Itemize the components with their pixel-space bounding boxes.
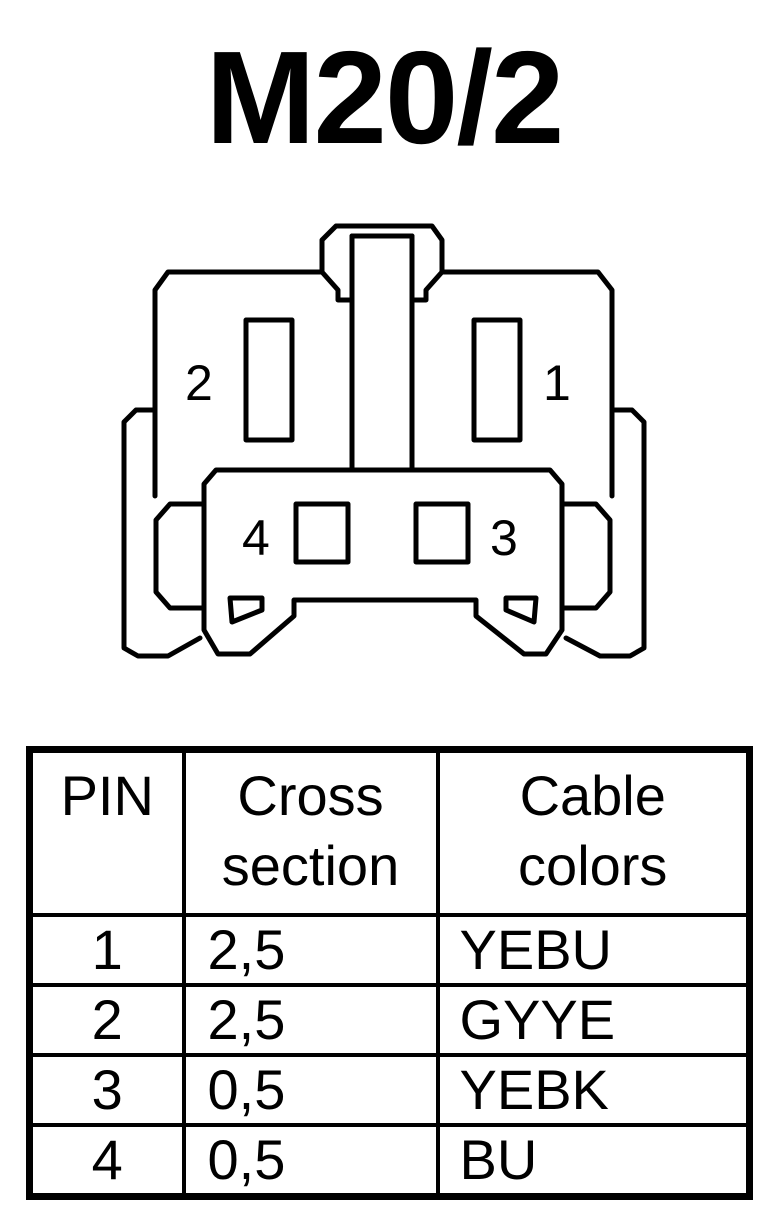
header-cable-colors: Cable colors <box>435 747 752 917</box>
cell-cross-section: 2,5 <box>181 983 440 1057</box>
pin-cavity-3 <box>413 501 471 565</box>
lock-tab-right <box>503 595 539 625</box>
cell-cable-color: GYYE <box>435 983 752 1057</box>
pin-label-4: 4 <box>242 510 270 566</box>
left-side-rib <box>121 407 203 659</box>
cell-pin: 1 <box>27 913 186 987</box>
cell-cable-color: YEBU <box>435 913 752 987</box>
pin-label-2: 2 <box>185 355 213 411</box>
table-row: 4 0,5 BU <box>27 1123 752 1199</box>
cell-cross-section: 0,5 <box>181 1053 440 1127</box>
cell-cable-color: YEBK <box>435 1053 752 1127</box>
pin-cavity-1 <box>471 317 523 443</box>
table-row: 1 2,5 YEBU <box>27 913 752 987</box>
cell-cross-section: 0,5 <box>181 1123 440 1199</box>
header-pin: PIN <box>27 747 186 917</box>
connector-drawing: 2 1 4 3 <box>121 223 647 659</box>
lower-insert <box>201 467 565 657</box>
cell-pin: 3 <box>27 1053 186 1127</box>
pin-cavity-2 <box>243 317 295 443</box>
pin-label-1: 1 <box>543 355 571 411</box>
connector-title: M20/2 <box>205 24 565 171</box>
lock-tab-left <box>227 595 265 625</box>
right-side-rib <box>563 407 647 659</box>
table-row: 3 0,5 YEBK <box>27 1053 752 1127</box>
pin-table: PIN Cross section Cable colors 1 2,5 YEB… <box>26 746 753 1200</box>
cell-pin: 2 <box>27 983 186 1057</box>
pin-cavity-4 <box>293 501 351 565</box>
pin-label-3: 3 <box>490 510 518 566</box>
cell-pin: 4 <box>27 1123 186 1199</box>
cell-cable-color: BU <box>435 1123 752 1199</box>
latch-tab <box>319 269 355 473</box>
cell-cross-section: 2,5 <box>181 913 440 987</box>
header-cross-section: Cross section <box>181 747 440 917</box>
table-row: 2 2,5 GYYE <box>27 983 752 1057</box>
connector-housing <box>152 223 615 499</box>
table-header-row: PIN Cross section Cable colors <box>27 747 752 917</box>
